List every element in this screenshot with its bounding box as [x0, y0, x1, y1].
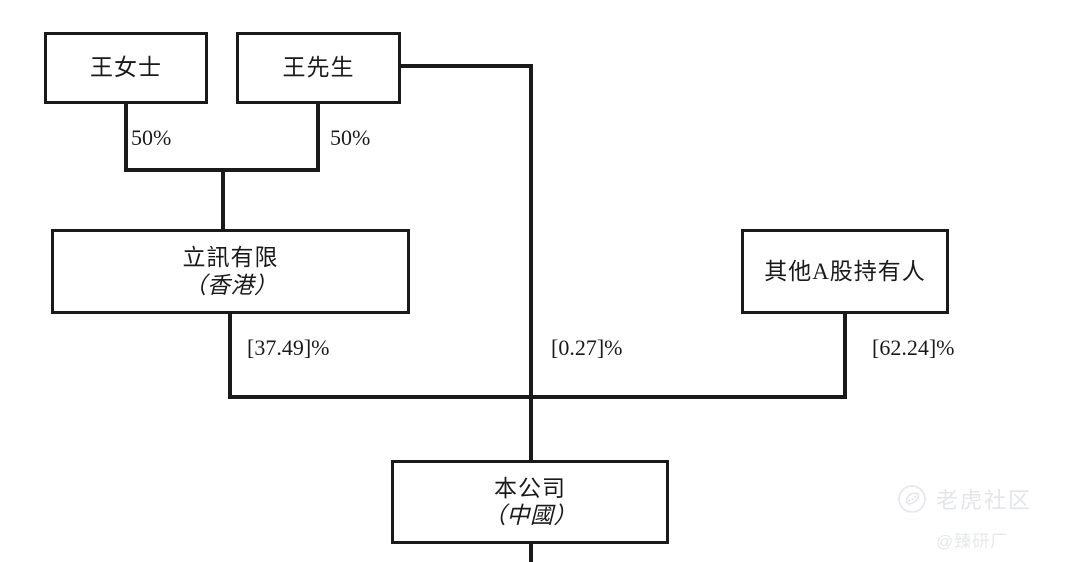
- node-wang-mr[interactable]: 王先生: [236, 32, 401, 104]
- node-wang-ms[interactable]: 王女士: [44, 32, 208, 104]
- watermark-brand-label: 老虎社区: [936, 488, 1033, 513]
- node-company-jurisdiction: （中國）: [483, 503, 577, 528]
- tiger-circle-logo-icon: [898, 485, 926, 513]
- edge-label-wang-ms-to-luxshare: 50%: [131, 125, 172, 150]
- node-luxshare-hk-label: 立訊有限: [182, 245, 279, 271]
- edge-label-other-a-to-company: [62.24]%: [872, 335, 955, 360]
- node-luxshare-hk[interactable]: 立訊有限 （香港）: [51, 229, 410, 314]
- node-other-a-shareholders-label: 其他A股持有人: [764, 258, 926, 284]
- edge-wang-mr-direct-to-company: [401, 64, 533, 460]
- node-wang-mr-label: 王先生: [282, 55, 355, 81]
- edge-label-wang-mr-to-luxshare: 50%: [330, 125, 371, 150]
- edge-label-wang-mr-to-company: [0.27]%: [551, 335, 623, 360]
- watermark-brand: 老虎社区: [897, 483, 1032, 515]
- node-other-a-shareholders[interactable]: 其他A股持有人: [741, 229, 949, 314]
- node-luxshare-hk-jurisdiction: （香港）: [183, 272, 278, 298]
- node-company-label: 本公司: [494, 475, 566, 501]
- node-company[interactable]: 本公司 （中國）: [391, 460, 669, 544]
- watermark-handle: @臻研厂: [936, 532, 1009, 551]
- node-wang-ms-label: 王女士: [90, 55, 162, 81]
- edge-label-luxshare-to-company: [37.49]%: [247, 335, 330, 360]
